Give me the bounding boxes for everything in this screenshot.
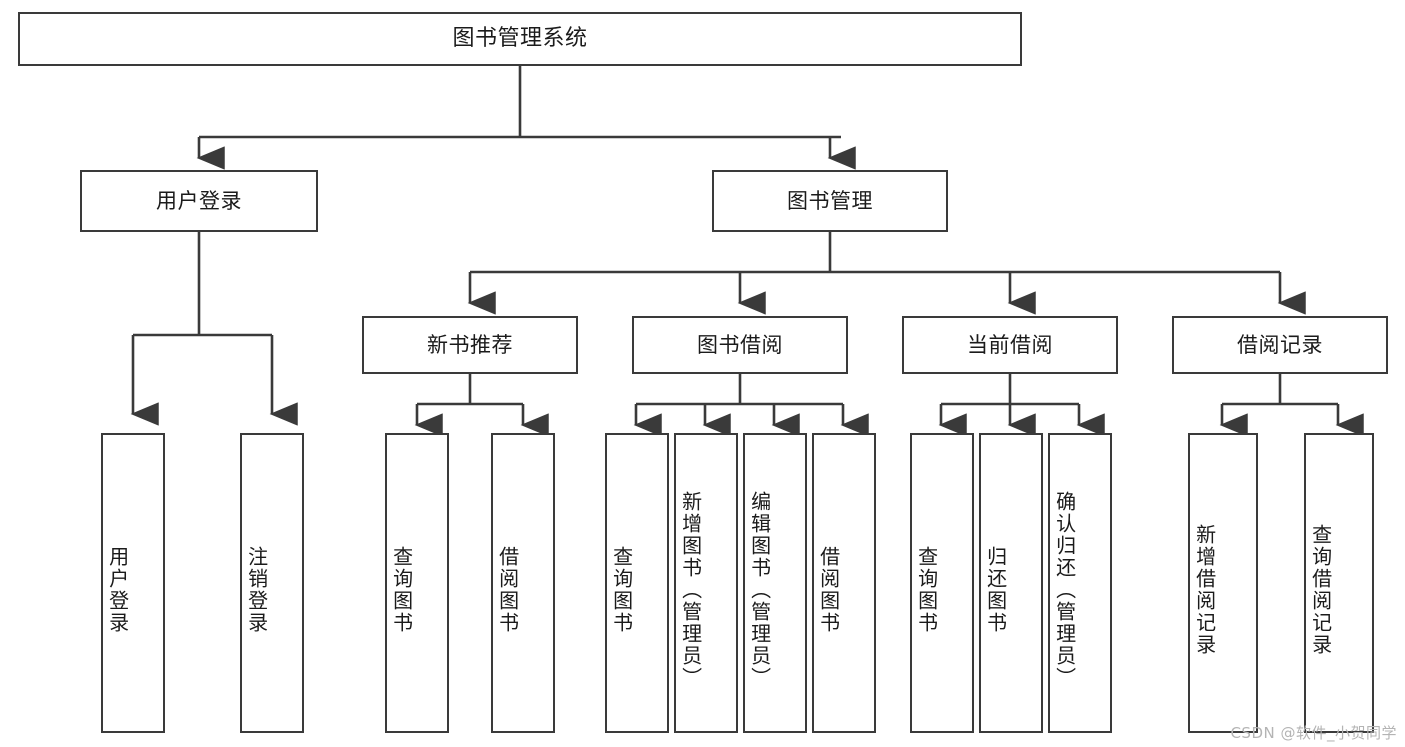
- node-leaf-query-book-borrow[interactable]: 查询图书: [605, 433, 669, 733]
- node-label: 查询借阅记录: [1308, 524, 1333, 656]
- node-label: 用户登录: [156, 188, 242, 213]
- node-leaf-add-borrow-record[interactable]: 新增借阅记录: [1188, 433, 1258, 733]
- node-leaf-borrow-book-recommend[interactable]: 借阅图书: [491, 433, 555, 733]
- node-label: 借阅图书: [816, 546, 841, 634]
- node-label: 查询图书: [609, 546, 634, 634]
- node-label: 新书推荐: [427, 332, 513, 357]
- node-user-login[interactable]: 用户登录: [80, 170, 318, 232]
- node-book-management[interactable]: 图书管理: [712, 170, 948, 232]
- node-label: 查询图书: [914, 546, 939, 634]
- node-leaf-return-book[interactable]: 归还图书: [979, 433, 1043, 733]
- node-label: 编辑图书（管理员）: [747, 491, 772, 689]
- node-current-borrow[interactable]: 当前借阅: [902, 316, 1118, 374]
- node-leaf-query-borrow-record[interactable]: 查询借阅记录: [1304, 433, 1374, 733]
- node-leaf-logout[interactable]: 注销登录: [240, 433, 304, 733]
- node-leaf-edit-book-admin[interactable]: 编辑图书（管理员）: [743, 433, 807, 733]
- node-label: 确认归还（管理员）: [1052, 491, 1077, 689]
- node-label: 用户登录: [105, 546, 130, 634]
- csdn-watermark: CSDN @软件_小贺同学: [1230, 724, 1397, 742]
- node-leaf-query-book-recommend[interactable]: 查询图书: [385, 433, 449, 733]
- node-leaf-query-book-current[interactable]: 查询图书: [910, 433, 974, 733]
- node-leaf-user-login[interactable]: 用户登录: [101, 433, 165, 733]
- node-label: 图书借阅: [697, 332, 783, 357]
- node-label: 注销登录: [244, 546, 269, 634]
- node-label: 新增借阅记录: [1192, 524, 1217, 656]
- node-leaf-add-book-admin[interactable]: 新增图书（管理员）: [674, 433, 738, 733]
- node-label: 借阅图书: [495, 546, 520, 634]
- node-leaf-borrow-book[interactable]: 借阅图书: [812, 433, 876, 733]
- node-root-book-management-system[interactable]: 图书管理系统: [18, 12, 1022, 66]
- node-label: 查询图书: [389, 546, 414, 634]
- node-label: 当前借阅: [967, 332, 1053, 357]
- node-label: 归还图书: [983, 546, 1008, 634]
- node-book-borrow[interactable]: 图书借阅: [632, 316, 848, 374]
- node-label: 借阅记录: [1237, 332, 1323, 357]
- node-label: 新增图书（管理员）: [678, 491, 703, 689]
- node-leaf-confirm-return-admin[interactable]: 确认归还（管理员）: [1048, 433, 1112, 733]
- node-borrow-record[interactable]: 借阅记录: [1172, 316, 1388, 374]
- node-new-book-recommend[interactable]: 新书推荐: [362, 316, 578, 374]
- node-label: 图书管理: [787, 188, 873, 213]
- node-label: 图书管理系统: [452, 26, 588, 52]
